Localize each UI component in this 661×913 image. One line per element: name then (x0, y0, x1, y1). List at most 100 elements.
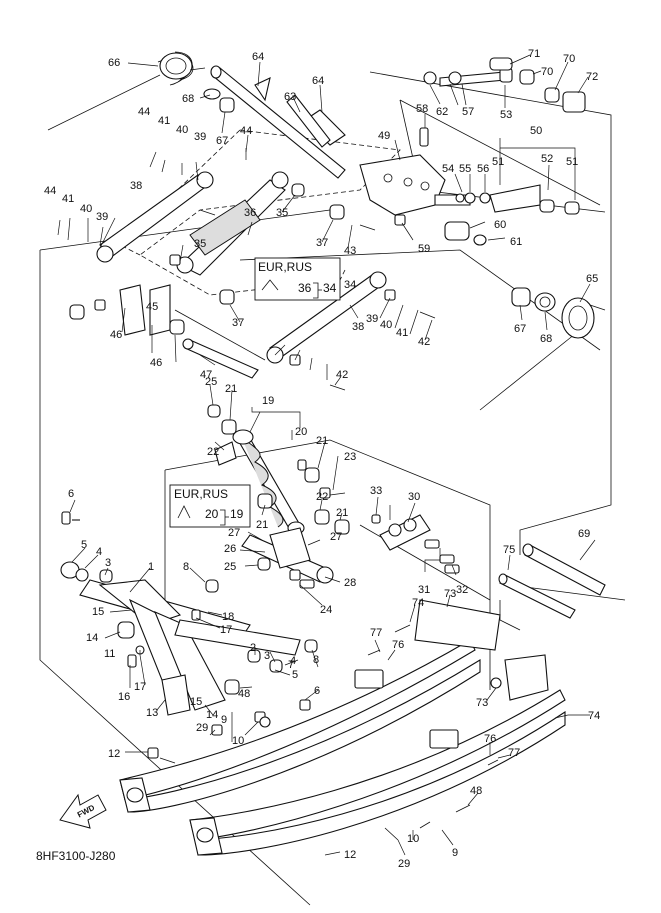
callout: 19 (262, 395, 274, 407)
callout: 73 (444, 588, 456, 600)
callout: 14 (86, 632, 98, 644)
callout: 26 (224, 543, 236, 555)
callout: 13 (146, 707, 158, 719)
callout: 12 (108, 748, 120, 760)
callout: 32 (456, 584, 468, 596)
callout: 77 (508, 747, 520, 759)
callout-numbers: 1 2 3 3 4 4 5 5 6 6 7 8 8 9 9 10 10 11 1… (44, 48, 600, 870)
pivot-bracket (359, 127, 580, 246)
callout: 23 (344, 451, 356, 463)
callout: 5 (81, 539, 87, 551)
callout: 10 (232, 735, 244, 747)
callout: 64 (312, 75, 324, 87)
callout: 77 (370, 627, 382, 639)
callout: 61 (510, 236, 522, 248)
callout: 35 (276, 207, 288, 219)
fwd-arrow: FWD (59, 793, 107, 829)
callout: 9 (452, 847, 458, 859)
callout: 27 (330, 531, 342, 543)
drawing-code: 8HF3100-J280 (36, 849, 116, 863)
callout: 21 (225, 383, 237, 395)
callout: 70 (541, 66, 553, 78)
region-label: EUR,RUS (258, 260, 312, 274)
callout: 39 (366, 313, 378, 325)
callout: 71 (528, 48, 540, 60)
callout: 42 (418, 336, 430, 348)
rear-rods (498, 543, 606, 619)
callout: 7 (288, 659, 294, 671)
callout: 1 (148, 561, 154, 573)
callout: 29 (196, 722, 208, 734)
callout: 42 (336, 369, 348, 381)
callout: 2 (250, 642, 256, 654)
middle-rods (69, 284, 556, 379)
callout: 21 (336, 507, 348, 519)
callout: 38 (130, 180, 142, 192)
callout: 74 (588, 710, 600, 722)
callout: 56 (477, 163, 489, 175)
callout: 41 (396, 327, 408, 339)
callout: 50 (530, 125, 542, 137)
region-box-eur-rus-34: EUR,RUS 36 34 (254, 257, 341, 301)
callout: 68 (182, 93, 194, 105)
callout: 24 (320, 604, 332, 616)
callout: 46 (110, 329, 122, 341)
callout: 25 (205, 376, 217, 388)
callout: 67 (514, 323, 526, 335)
callout: 29 (398, 858, 410, 870)
callout: 31 (418, 584, 430, 596)
callout: 67 (216, 135, 228, 147)
callout: 43 (344, 245, 356, 257)
callout: 22 (316, 491, 328, 503)
callout: 68 (540, 333, 552, 345)
callout: 25 (224, 561, 236, 573)
callout: 18 (222, 611, 234, 623)
callout: 9 (221, 714, 227, 726)
callout: 48 (238, 688, 250, 700)
callout: 41 (62, 193, 74, 205)
rear-arm (241, 514, 460, 589)
callout: 20 (295, 426, 307, 438)
upper-arms (96, 171, 387, 364)
callout: 38 (352, 321, 364, 333)
callout: 45 (146, 301, 158, 313)
callout: 55 (459, 163, 471, 175)
callout: 58 (416, 103, 428, 115)
callout: 4 (96, 546, 102, 558)
callout: 16 (118, 691, 130, 703)
callout: 37 (232, 317, 244, 329)
bolts (72, 224, 569, 841)
callout: 44 (240, 125, 252, 137)
callout: 39 (96, 211, 108, 223)
callout: 40 (176, 124, 188, 136)
box-ref-a: 36 (298, 281, 312, 295)
region-box-eur-rus-19: EUR,RUS 20 19 (169, 484, 251, 528)
slide-rails (119, 599, 566, 856)
callout: 65 (586, 273, 598, 285)
callout: 75 (503, 544, 515, 556)
box-ref-a: 20 (205, 507, 219, 521)
callout: 70 (563, 53, 575, 65)
callout: 37 (316, 237, 328, 249)
torsion-spring-left (47, 51, 206, 131)
callout: 4 (290, 655, 296, 667)
callout: 63 (284, 91, 296, 103)
callout: 40 (80, 203, 92, 215)
upper-shafts (203, 57, 586, 179)
callout: 44 (138, 106, 150, 118)
callout: 62 (436, 106, 448, 118)
callout: 66 (108, 57, 120, 69)
callout: 34 (344, 279, 356, 291)
callout: 8 (183, 561, 189, 573)
callout: 36 (244, 207, 256, 219)
front-arm (60, 511, 318, 759)
callout: 74 (412, 597, 424, 609)
callout: 35 (194, 238, 206, 250)
callout: 6 (314, 685, 320, 697)
callout: 48 (470, 785, 482, 797)
callout: 46 (150, 357, 162, 369)
callout: 14 (206, 709, 218, 721)
callout: 53 (500, 109, 512, 121)
callout: 72 (586, 71, 598, 83)
